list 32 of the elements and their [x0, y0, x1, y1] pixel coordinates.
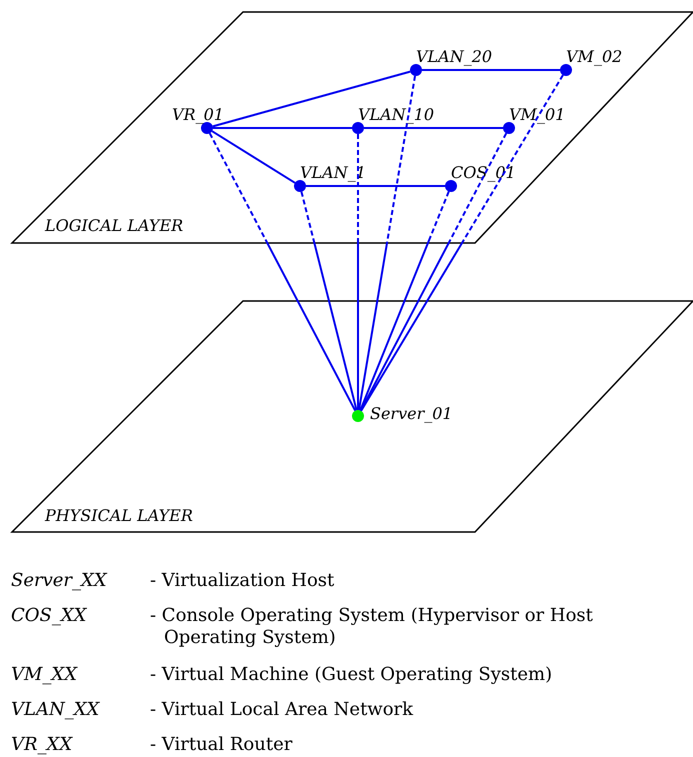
node-label: Server_01 — [370, 405, 453, 423]
link-line — [358, 76, 416, 410]
node-label: VR_01 — [172, 106, 224, 124]
link-line — [422, 69, 560, 71]
link-line — [212, 130, 296, 184]
layer-label: LOGICAL LAYER — [45, 216, 184, 235]
node-label: VM_01 — [509, 106, 566, 124]
link-line — [359, 191, 450, 411]
legend-description: - Virtual Machine (Guest Operating System) — [150, 664, 554, 686]
layer-label: PHYSICAL LAYER — [45, 506, 193, 525]
link-line — [306, 185, 445, 187]
link-line — [212, 70, 410, 128]
node-label: VLAN_1 — [300, 164, 366, 182]
link-line — [208, 132, 356, 412]
legend-term: VM_XX — [11, 664, 78, 686]
node-label: VLAN_20 — [416, 48, 492, 66]
link-line — [213, 127, 352, 129]
legend-term: VLAN_XX — [11, 699, 100, 721]
link-line — [360, 132, 508, 412]
legend-term: VR_XX — [11, 734, 72, 756]
link-line — [364, 127, 503, 129]
link-line — [360, 74, 564, 412]
legend-description: - Virtual Local Area Network — [150, 699, 414, 721]
legend-term: COS_XX — [11, 605, 86, 627]
legend-description: - Virtualization Host — [150, 570, 336, 592]
link-line — [300, 192, 358, 410]
legend-description: - Console Operating System (Hypervisor or Host Operating System) — [150, 605, 594, 649]
legend-description: - Virtual Router — [150, 734, 294, 756]
node-label: VM_02 — [566, 48, 622, 66]
legend-term: Server_XX — [11, 570, 107, 592]
link-line — [357, 134, 359, 410]
node-label: VLAN_10 — [358, 106, 434, 124]
